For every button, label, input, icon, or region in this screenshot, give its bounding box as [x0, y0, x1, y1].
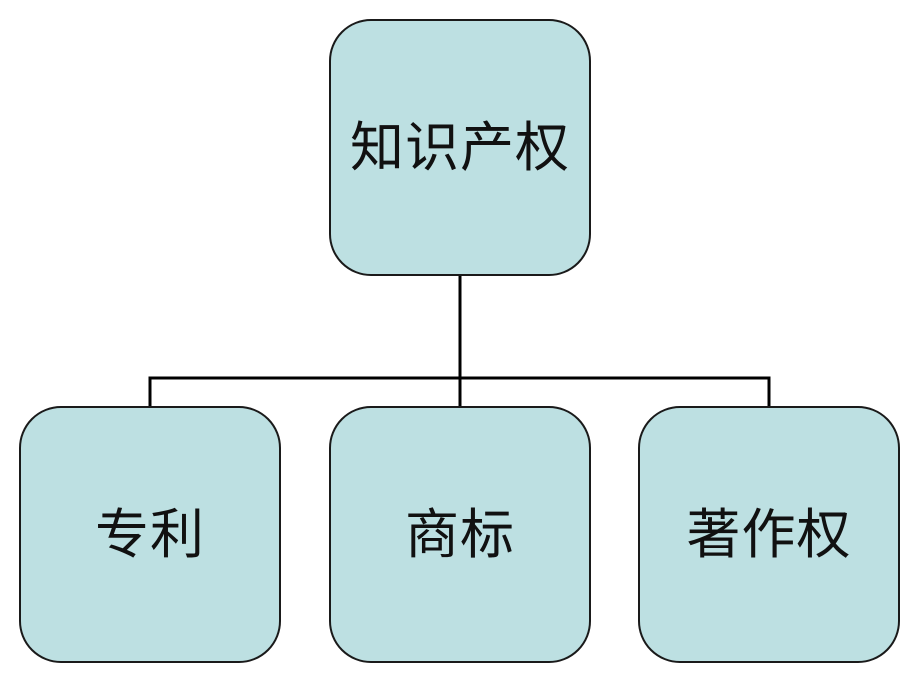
child-node-copyright: 著作权 [638, 406, 900, 663]
child-node-label: 专利 [95, 502, 205, 566]
root-node-label: 知识产权 [350, 115, 570, 179]
child-node-label: 著作权 [686, 502, 852, 566]
child-node-trademark: 商标 [329, 406, 591, 663]
root-node-intellectual-property: 知识产权 [329, 19, 591, 276]
child-node-patent: 专利 [19, 406, 281, 663]
child-node-label: 商标 [405, 502, 515, 566]
